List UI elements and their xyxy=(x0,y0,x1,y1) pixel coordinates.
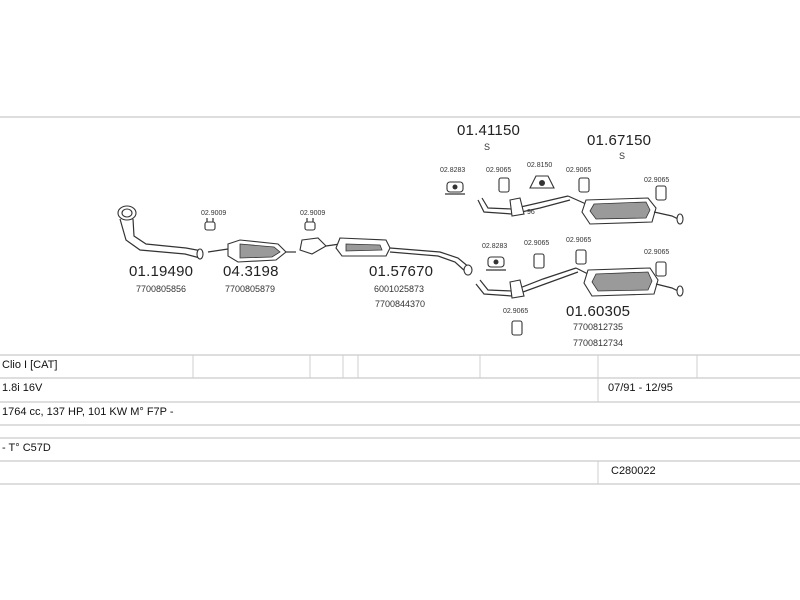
marker-label: 96 xyxy=(527,209,535,216)
part-number-label[interactable]: 04.3198 xyxy=(223,263,279,280)
intermediate-pipe-upper-part[interactable] xyxy=(477,195,571,217)
clamp-icon[interactable] xyxy=(204,218,216,231)
table-row-model: Clio I [CAT] xyxy=(2,359,58,371)
part-number-label[interactable]: 01.57670 xyxy=(369,263,434,280)
fitting-label[interactable]: 02.9065 xyxy=(524,240,550,247)
hanger-icon[interactable] xyxy=(498,177,667,201)
fitting-label[interactable]: 02.9065 xyxy=(566,167,592,174)
part-suffix: S xyxy=(619,151,626,161)
table-row-years: 07/91 - 12/95 xyxy=(608,382,673,394)
part-number-label[interactable]: 01.67150 xyxy=(587,132,652,149)
part-number-label[interactable]: 01.60305 xyxy=(566,303,631,320)
front-pipe-part[interactable] xyxy=(117,205,204,260)
table-row-type: - T° C57D xyxy=(2,442,51,454)
part-suffix: S xyxy=(484,142,491,152)
gasket-icon[interactable] xyxy=(529,175,555,189)
fitting-label[interactable]: 02.9065 xyxy=(644,177,670,184)
fitting-label[interactable]: 02.9065 xyxy=(644,249,670,256)
part-number-label[interactable]: 01.41150 xyxy=(457,122,521,139)
spec-table-grid xyxy=(0,354,800,485)
part-reference: 7700844370 xyxy=(375,299,426,309)
part-reference: 7700805879 xyxy=(225,284,276,294)
rear-muffler-upper-part[interactable] xyxy=(567,195,684,225)
rubber-mount-icon[interactable] xyxy=(445,181,465,195)
rubber-mount-icon[interactable] xyxy=(486,256,506,271)
part-reference: 7700812734 xyxy=(573,338,624,348)
fitting-label[interactable]: 02.9065 xyxy=(503,308,529,315)
part-number-label[interactable]: 01.19490 xyxy=(129,263,194,280)
part-reference: 6001025873 xyxy=(374,284,425,294)
part-reference: 7700812735 xyxy=(573,322,624,332)
catalytic-converter-part[interactable] xyxy=(207,239,296,263)
rear-muffler-lower-part[interactable] xyxy=(575,267,684,297)
fitting-label[interactable]: 02.9009 xyxy=(300,210,326,217)
intermediate-pipe-lower-part[interactable] xyxy=(475,267,579,299)
middle-pipe-part[interactable] xyxy=(299,237,473,276)
fitting-label[interactable]: 02.9065 xyxy=(486,167,512,174)
table-row-spec: 1764 cc, 137 HP, 101 KW M° F7P - xyxy=(2,406,174,418)
fitting-label[interactable]: 02.8283 xyxy=(440,167,466,174)
hanger-icon[interactable] xyxy=(511,249,667,336)
fitting-label[interactable]: 02.8150 xyxy=(527,162,553,169)
table-row-code: C280022 xyxy=(611,465,656,477)
clamp-icon[interactable] xyxy=(304,218,316,231)
table-row-engine: 1.8i 16V xyxy=(2,382,43,394)
fitting-label[interactable]: 02.8283 xyxy=(482,243,508,250)
part-reference: 7700805856 xyxy=(136,284,187,294)
fitting-label[interactable]: 02.9065 xyxy=(566,237,592,244)
fitting-label[interactable]: 02.9009 xyxy=(201,210,227,217)
